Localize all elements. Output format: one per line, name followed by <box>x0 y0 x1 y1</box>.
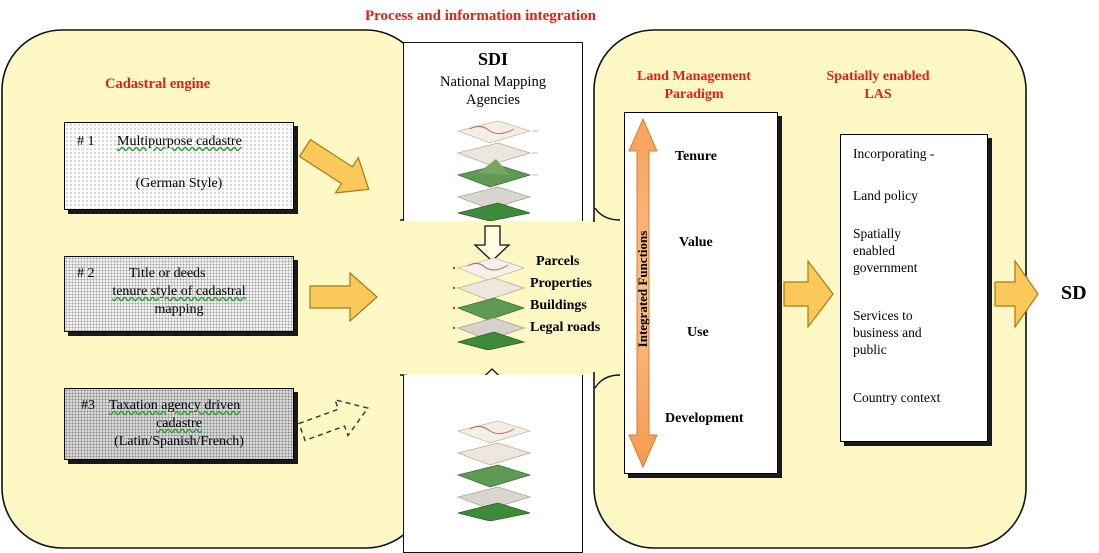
sdi-line1: National Mapping <box>440 74 546 90</box>
box2-number: # 2 <box>77 266 95 281</box>
box3-number: #3 <box>81 398 95 413</box>
box-title-deeds: # 2 Title or deeds tenure style of cadas… <box>64 256 294 332</box>
center-layers-image <box>452 257 526 350</box>
layer-legal-roads: Legal roads <box>530 320 601 335</box>
las-title-line1: Spatially enabled <box>826 69 930 84</box>
box1-line1: Multipurpose cadastre <box>117 134 242 149</box>
layer-properties: Properties <box>530 276 592 291</box>
box-taxation-cadastre: #3 Taxation agency driven cadastre (Lati… <box>64 388 294 460</box>
box1-line2: (German Style) <box>135 176 223 191</box>
cadastral-engine-title: Cadastral engine <box>105 76 211 92</box>
integrated-functions-label: Integrated Functions <box>635 230 650 348</box>
function-development: Development <box>665 411 744 426</box>
las-item-services: Services to business and public <box>853 308 922 357</box>
layer-buildings: Buildings <box>530 298 587 313</box>
box3-line2: cadastre <box>156 416 202 431</box>
las-title-line2: LAS <box>864 87 892 102</box>
output-sd-label: SD <box>1061 282 1087 304</box>
land-management-title-line2: Paradigm <box>664 87 724 102</box>
layer-list: Parcels Properties Buildings Legal roads <box>530 251 600 339</box>
las-title: Spatially enabled LAS <box>808 68 948 104</box>
land-management-title-line1: Land Management <box>637 69 751 84</box>
box3-line3: (Latin/Spanish/French) <box>114 434 244 449</box>
arrow-box1 <box>298 138 370 194</box>
las-item-incorporating: Incorporating - <box>853 146 935 161</box>
bottom-layers-image <box>456 420 532 521</box>
box2-line1: Title or deeds <box>129 266 206 281</box>
arrow-box2 <box>309 271 378 323</box>
function-value: Value <box>679 235 713 250</box>
box1-number: # 1 <box>77 134 95 149</box>
sdi-title: SDI <box>477 49 508 69</box>
layer-parcels: Parcels <box>536 254 580 269</box>
las-item-government: Spatially enabled government <box>853 226 918 275</box>
box-multipurpose-cadastre: # 1 Multipurpose cadastre (German Style) <box>64 122 294 210</box>
sdi-box: SDI National Mapping Agencies <box>403 42 583 221</box>
land-management-box: Integrated Functions Tenure Value Use De… <box>624 112 778 474</box>
sdi-layers-image <box>456 120 538 221</box>
function-use: Use <box>687 325 709 340</box>
arrow-to-sd <box>994 259 1039 329</box>
header-title: Process and information integration <box>365 8 596 24</box>
box3-line1: Taxation agency driven <box>109 398 241 413</box>
box2-line3: mapping <box>154 302 204 317</box>
arrow-box3-dashed <box>298 398 369 442</box>
las-item-land-policy: Land policy <box>853 188 918 203</box>
arrow-to-las <box>783 259 834 329</box>
sdi-line2: Agencies <box>466 92 520 108</box>
function-tenure: Tenure <box>675 149 718 164</box>
las-item-country-context: Country context <box>853 390 941 405</box>
integrated-functions-arrow <box>628 117 658 469</box>
arrow-sdi-down <box>473 225 511 262</box>
box2-line2: tenure style of cadastral <box>112 284 246 299</box>
bottom-data-box <box>403 375 583 553</box>
las-box: Incorporating - Land policy Spatially en… <box>840 134 988 442</box>
land-management-title: Land Management Paradigm <box>624 68 764 104</box>
